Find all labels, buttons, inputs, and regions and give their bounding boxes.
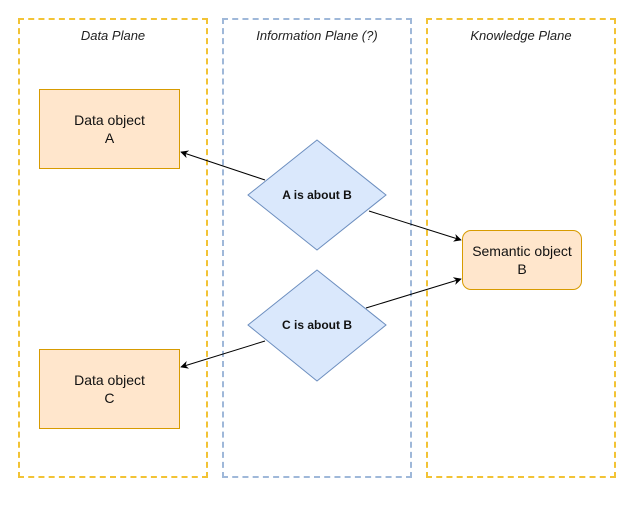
information-plane-title: Information Plane (?) [256, 28, 378, 43]
edge-a-b-to-semantic-object-b [368, 210, 462, 242]
relation-c-b-label: C is about B [281, 318, 352, 332]
relation-c-b-diamond[interactable] [247, 269, 387, 382]
data-plane: Data Plane [18, 18, 208, 478]
data-plane-title: Data Plane [80, 28, 146, 43]
relation-a-b-label: A is about B [282, 188, 352, 202]
data-object-c[interactable]: Data object C [39, 349, 180, 429]
data-object-a[interactable]: Data object A [39, 89, 180, 169]
information-plane: Information Plane (?) [222, 18, 412, 478]
knowledge-plane-title: Knowledge Plane [470, 28, 572, 43]
knowledge-plane: Knowledge Plane [426, 18, 616, 478]
edge-c-b-to-data-object-c [180, 340, 266, 369]
edge-c-b-to-semantic-object-b [365, 277, 462, 309]
semantic-object-b[interactable]: Semantic object B [462, 230, 582, 290]
edge-a-b-to-data-object-a [180, 150, 266, 181]
relation-a-b-diamond[interactable] [247, 139, 387, 251]
